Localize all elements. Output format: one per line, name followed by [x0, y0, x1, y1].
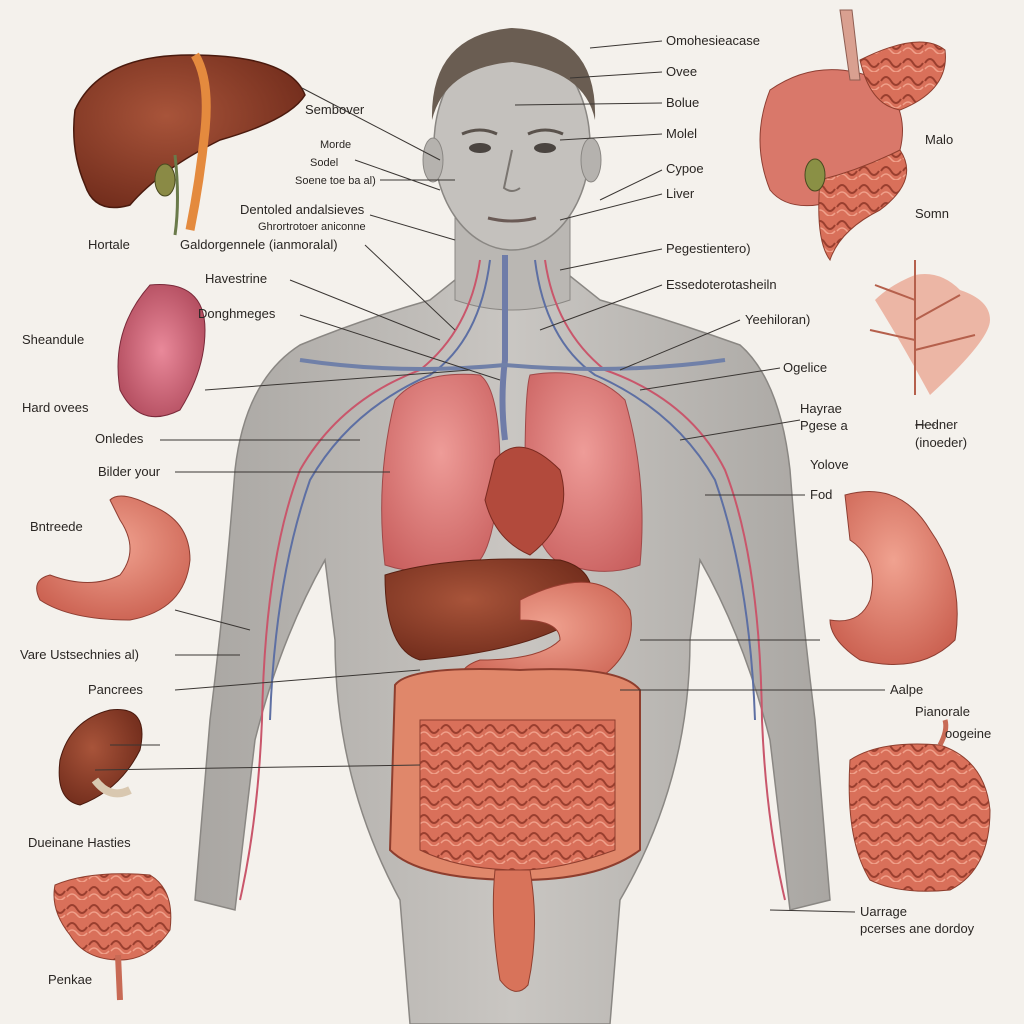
colon-illustration-left: [53, 873, 172, 1001]
label-sembover: Sembover: [305, 102, 365, 117]
label-somn: Somn: [915, 206, 949, 221]
label-malo: Malo: [925, 132, 954, 147]
label-uarrage: Uarrage: [860, 904, 907, 919]
label-hortale: Hortale: [88, 237, 130, 252]
label-donghmeges: Donghmeges: [198, 306, 276, 321]
heart: [484, 446, 565, 556]
human-figure: [194, 28, 831, 1024]
label-liver: Liver: [666, 186, 695, 201]
label-dentoled: Dentoled andalsieves: [240, 202, 365, 217]
label-pgese: Pgese a: [800, 418, 848, 433]
label-oogeine: oogeine: [945, 726, 992, 741]
rectum: [492, 869, 536, 992]
label-penkae: Penkae: [48, 972, 93, 987]
label-ovee: Ovee: [666, 64, 698, 79]
eye-right: [534, 143, 556, 153]
label-bilder-your: Bilder your: [98, 464, 161, 479]
label-sodel-sub: Soene toe ba al): [295, 175, 376, 187]
liver-illustration-top-left: [73, 52, 306, 236]
label-onledes: Onledes: [95, 431, 144, 446]
gallbladder-illustration: [58, 709, 143, 806]
stomach-illustration-left: [36, 495, 191, 621]
label-dueinane-hasties: Dueinane Hasties: [28, 835, 131, 850]
label-omohesieacase: Omohesieacase: [666, 33, 760, 48]
label-yolove: Yolove: [810, 457, 849, 472]
label-molel: Molel: [666, 126, 698, 141]
kidney-illustration: [117, 284, 206, 418]
stomach-illustration-right: [829, 491, 958, 665]
label-sodel: Sodel: [310, 157, 339, 169]
label-essedoterotasheiln: Essedoterotasheiln: [666, 277, 777, 292]
label-yeehiloran: Yeehiloran): [745, 312, 811, 327]
ear-right: [580, 137, 602, 183]
label-havestrine: Havestrine: [205, 271, 268, 286]
brow-right: [527, 128, 564, 136]
bronchial-tree-illustration: [869, 260, 990, 395]
label-galdorgennele: Galdorgennele (ianmoralal): [180, 237, 338, 252]
label-bntreede: Bntreede: [30, 519, 83, 534]
label-vare: Vare Ustsechnies al): [20, 647, 139, 662]
label-sheandule: Sheandule: [22, 332, 85, 347]
lung-left: [381, 373, 501, 572]
label-cypoe: Cypoe: [666, 161, 704, 176]
label-bolue: Bolue: [666, 95, 700, 110]
small-intestine: [419, 719, 616, 871]
intestine-illustration-right: [848, 719, 991, 892]
label-pianorale: Pianorale: [915, 704, 970, 719]
mouth: [487, 216, 537, 223]
label-ogelice: Ogelice: [783, 360, 828, 375]
label-pancrees: Pancrees: [88, 682, 143, 697]
label-hard-ovees: Hard ovees: [22, 400, 89, 415]
nose: [502, 149, 521, 192]
blood-vessels: [239, 255, 786, 901]
label-hayrae: Hayrae: [800, 401, 842, 416]
label-fod: Fod: [810, 487, 833, 502]
hair: [431, 28, 596, 120]
label-aalpe: Aalpe: [890, 682, 924, 697]
leader-lines: [94, 40, 935, 913]
label-pcerses: pcerses ane dordoy: [860, 921, 975, 936]
eye-left: [469, 143, 491, 153]
ear-left: [422, 137, 444, 183]
label-morde: Morde: [320, 139, 352, 151]
brow-left: [461, 128, 498, 136]
torso: [194, 267, 831, 1024]
liver-stomach-illustration-top-right: [759, 9, 946, 262]
label-pegestientero: Pegestientero): [666, 241, 751, 256]
label-hedner-sub: (inoeder): [915, 435, 968, 450]
label-hedner: Hedner: [915, 417, 958, 432]
label-dentoled-sub: Ghrortrotoer aniconne: [258, 221, 366, 233]
